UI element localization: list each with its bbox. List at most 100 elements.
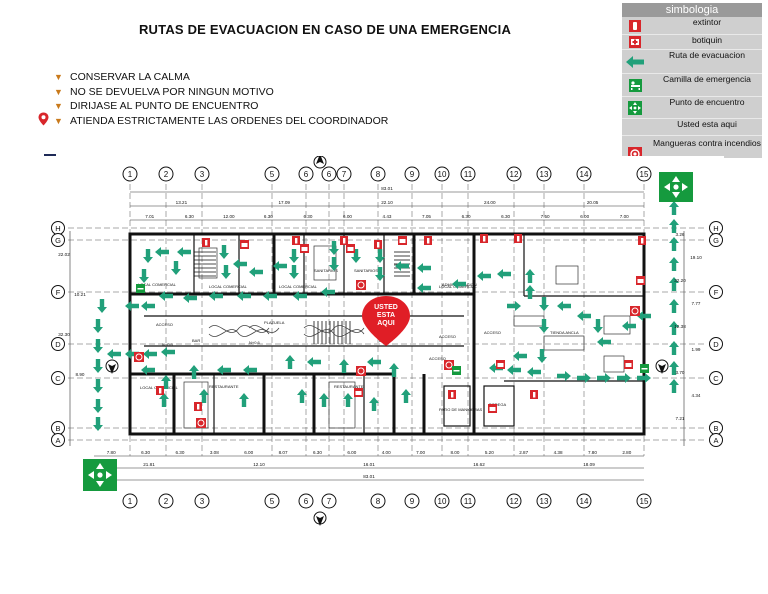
axis-bubble: F — [51, 285, 65, 299]
first-aid-kit-icon — [636, 276, 645, 285]
axis-bubble: H — [709, 221, 723, 235]
axis-bubble: 2 — [158, 166, 174, 182]
evacuation-arrow-icon — [125, 349, 139, 359]
dimension-label: 4.38 — [554, 450, 563, 455]
evacuation-arrow-icon — [177, 247, 191, 257]
axis-bubble: C — [51, 371, 65, 385]
evacuation-arrow-icon — [622, 321, 636, 331]
meeting-point-icon — [622, 97, 648, 118]
axis-bubble: 7 — [336, 166, 352, 182]
dimension-label: 3.70 — [676, 370, 685, 375]
evacuation-arrow-icon — [155, 247, 169, 257]
axis-bubble: 7 — [321, 493, 337, 509]
dimension-label: 12.10 — [253, 462, 265, 467]
axis-label: 10 — [438, 170, 447, 179]
evacuation-arrow-icon — [537, 349, 547, 363]
dimension-label: 6.30 — [313, 450, 322, 455]
evacuation-arrow-icon — [107, 349, 121, 359]
axis-bubble: 6 — [298, 493, 314, 509]
dimension-label: 16.01 — [363, 462, 375, 467]
axis-bubble: H — [51, 221, 65, 235]
evacuation-arrow-icon — [189, 365, 199, 379]
you-are-here-text: USTED — [374, 304, 398, 311]
stretcher-icon — [640, 364, 649, 373]
evacuation-arrow-icon — [622, 50, 648, 73]
axis-bubble: 9 — [404, 166, 420, 182]
axis-label: 7 — [327, 497, 332, 506]
rule-item: ▼ATIENDA ESTRICTAMENTE LAS ORDENES DEL C… — [52, 114, 388, 129]
axis-label: D — [713, 340, 719, 349]
evacuation-arrow-icon — [307, 357, 321, 367]
dimension-label: 5.20 — [485, 450, 494, 455]
evacuation-arrow-icon — [237, 291, 251, 301]
axis-label: 1 — [128, 170, 133, 179]
evacuation-arrow-icon — [199, 389, 209, 403]
room-label: LOCAL COMERCIAL — [138, 282, 177, 287]
evacuation-arrow-icon — [141, 301, 155, 311]
axis-bubble: G — [51, 233, 65, 247]
evacuation-arrow-icon — [389, 363, 399, 377]
evacuation-arrow-icon — [593, 319, 603, 333]
evacuation-arrow-icon — [143, 349, 157, 359]
legend-item-first-aid: botiquin — [622, 35, 762, 50]
dimension-label: 16.62 — [473, 462, 485, 467]
legend-item-you-are-here: Usted esta aqui — [622, 119, 762, 136]
dimension-label: 6.30 — [185, 214, 194, 219]
evacuation-arrow-icon — [577, 311, 591, 321]
first-aid-kit-icon — [398, 236, 407, 245]
evacuation-arrow-icon — [539, 319, 549, 333]
dimension-label: 6.00 — [343, 214, 352, 219]
north-arrow-icon — [105, 359, 119, 374]
axis-bubble: 8 — [370, 493, 386, 509]
axis-bubble: 5 — [264, 166, 280, 182]
you-are-here-marker: USTED ESTA AQUI — [362, 296, 410, 346]
axis-bubble: 11 — [460, 493, 476, 509]
axis-bubble: G — [709, 233, 723, 247]
room-label: RESTAURANTE — [209, 384, 239, 389]
axis-label: 13 — [540, 497, 549, 506]
dimension-label: 8.00 — [450, 450, 459, 455]
extinguisher-icon — [156, 386, 164, 395]
extinguisher-icon — [514, 234, 522, 243]
extinguisher-icon — [202, 238, 210, 247]
evacuation-arrow-icon — [343, 393, 353, 407]
axis-label: 10 — [438, 497, 447, 506]
room-label: BAR — [192, 338, 200, 343]
evacuation-arrow-icon — [669, 201, 679, 215]
legend-label: extintor — [692, 17, 722, 27]
axis-bubble: 6 — [298, 166, 314, 182]
extinguisher-icon — [480, 234, 488, 243]
axis-label: 12 — [510, 170, 519, 179]
evacuation-arrow-icon — [669, 277, 679, 291]
fire-hose-icon — [444, 360, 454, 370]
axis-bubble: 11 — [460, 166, 476, 182]
axis-bubble: 12 — [506, 166, 522, 182]
evacuation-arrow-icon — [93, 417, 103, 431]
dimension-label: 8.90 — [76, 372, 85, 377]
axis-bubble: 14 — [576, 493, 592, 509]
first-aid-kit-icon — [488, 404, 497, 413]
extinguisher-icon — [448, 390, 456, 399]
you-are-here-text: AQUI — [377, 320, 395, 327]
room-label: SANITARIOS — [314, 268, 338, 273]
axis-bubble: 10 — [434, 166, 450, 182]
legend-label: Camilla de emergencia — [663, 74, 751, 84]
evacuation-arrow-icon — [597, 337, 611, 347]
extinguisher-icon — [530, 390, 538, 399]
evacuation-arrow-icon — [93, 339, 103, 353]
fire-hose-icon — [196, 418, 206, 428]
axis-bubble: 10 — [434, 493, 450, 509]
evacuation-arrow-icon — [93, 379, 103, 393]
axis-label: 8 — [376, 497, 381, 506]
decorative-bar — [44, 154, 56, 157]
axis-label: D — [55, 340, 61, 349]
axis-bubble: 13 — [536, 493, 552, 509]
evacuation-arrow-icon — [93, 359, 103, 373]
axis-label: F — [56, 288, 61, 297]
axis-bubble: 2 — [158, 493, 174, 509]
axis-bubble: D — [709, 337, 723, 351]
evacuation-arrow-icon — [375, 249, 385, 263]
dimension-label: 2.80 — [622, 450, 631, 455]
room-label: N+0.6 — [249, 340, 261, 345]
evacuation-arrow-icon — [637, 311, 651, 321]
